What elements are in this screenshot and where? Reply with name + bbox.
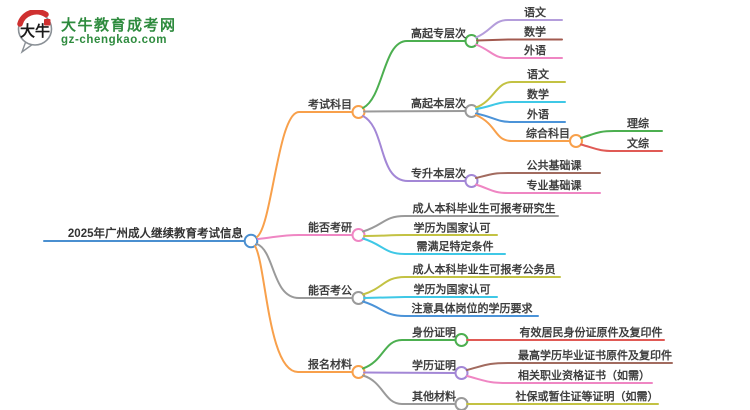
root-topic: 2025年广州成人继续教育考试信息 (68, 226, 244, 240)
topic-edu-proof: 学历证明 (412, 358, 456, 372)
connector-professional-certificate (466, 375, 653, 384)
leaf-major-basic-course: 专业基础课 (527, 178, 583, 192)
leaf-diploma-original-copy: 最高学历毕业证书原件及复印件 (518, 348, 672, 362)
leaf-gaoqizhuan-math: 数学 (524, 25, 546, 39)
leaf-kaogong-position-requirement: 注意具体岗位的学历要求 (412, 301, 534, 315)
topic-exam-subjects: 考试科目 (308, 97, 352, 111)
topic-zhuanshengben-level: 专升本层次 (411, 166, 466, 180)
leaf-social-security-proof: 社保或暂住证等证明（如需） (515, 389, 659, 403)
leaf-gaoqizhuan-foreign: 外语 (523, 43, 546, 57)
logo-icon-text: 大牛 (20, 22, 50, 40)
leaf-liberal-comprehensive: 文综 (627, 136, 649, 150)
connector-kaogong-position-requirement (362, 300, 539, 317)
leaf-professional-certificate: 相关职业资格证书（如需） (518, 368, 650, 382)
connector-other-materials (362, 374, 457, 405)
leaf-public-basic-course: 公共基础课 (527, 158, 583, 172)
topic-id-proof: 身份证明 (412, 325, 456, 339)
dainiu-bubble-icon: 大牛 (17, 10, 53, 54)
red-crescent (17, 10, 49, 27)
connector-kaoyan-conditions (362, 237, 506, 255)
topic-kaogong: 能否考公 (308, 283, 352, 297)
connector-gaoqizhuan-math (476, 38, 563, 42)
topic-gaoqizhuan-level: 高起专层次 (411, 26, 466, 40)
leaf-id-card-original-copy: 有效居民身份证原件及复印件 (520, 325, 663, 339)
node-circle-gaoqiben-level (464, 104, 479, 118)
connector-kaoyan (257, 234, 354, 240)
leaf-kaoyan-eligible: 成人本科毕业生可报考研究生 (413, 201, 556, 215)
node-circle-other-materials (454, 397, 469, 410)
connector-gaoqiben-math (475, 101, 566, 110)
leaf-kaoyan-conditions: 需满足特定条件 (417, 239, 494, 253)
site-title: 大牛教育成考网 (61, 16, 177, 34)
site-domain: gz-chengkao.com (61, 34, 168, 47)
root-node-circle (243, 233, 259, 249)
connector-science-comprehensive (580, 130, 663, 139)
site-logo[interactable]: 大牛 大牛教育成考网 gz-chengkao.com (16, 10, 177, 54)
leaf-kaogong-eligible: 成人本科毕业生可报考公务员 (413, 262, 556, 276)
connector-gaoqizhuan-foreign (475, 43, 563, 59)
connector-exam-subjects (256, 111, 354, 238)
red-seal (44, 19, 51, 26)
leaf-kaoyan-state-recognized: 学历为国家认可 (414, 221, 491, 235)
connector-gaoqizhuan-level (362, 40, 467, 109)
leaf-gaoqizhuan-chinese: 语文 (524, 5, 547, 19)
connector-kaoyan-state-recognized (363, 234, 498, 237)
connector-kaoyan-eligible (362, 215, 559, 233)
connector-kaogong-eligible (362, 276, 561, 296)
leaf-gaoqiben-math: 数学 (527, 87, 549, 101)
topic-other-materials: 其他材料 (412, 389, 456, 403)
node-circle-id-proof (454, 333, 469, 347)
connector-edu-proof (363, 371, 457, 374)
connector-gaoqizhuan-chinese (475, 19, 563, 39)
topic-kaoyan: 能否考研 (308, 220, 352, 234)
connector-gaoqiben-chinese (475, 81, 566, 109)
connector-gaoqiben-foreign (475, 112, 566, 123)
connector-zhuanshengben-level (362, 115, 467, 182)
node-circle-comprehensive-subjects (569, 134, 583, 148)
connector-liberal-comprehensive (580, 143, 663, 152)
topic-materials: 报名材料 (308, 357, 352, 371)
topic-gaoqiben-level: 高起本层次 (411, 96, 466, 110)
connector-diploma-original-copy (466, 362, 673, 371)
leaf-science-comprehensive: 理综 (627, 116, 649, 130)
leaf-kaogong-state-recognized: 学历为国家认可 (414, 282, 491, 296)
connector-public-basic-course (475, 172, 601, 179)
connector-id-proof (362, 339, 457, 370)
leaf-gaoqiben-chinese: 语文 (527, 67, 550, 81)
node-circle-zhuanshengben-level (464, 174, 479, 188)
node-circle-edu-proof (454, 366, 469, 380)
topic-comprehensive-subjects: 综合科目 (526, 126, 570, 140)
connector-kaogong-state-recognized (363, 296, 498, 299)
connector-major-basic-course (475, 183, 601, 194)
connector-gaoqiben-level (363, 110, 467, 113)
connector-comprehensive-subjects (475, 114, 571, 142)
connector-materials (254, 245, 354, 373)
leaf-gaoqiben-foreign: 外语 (526, 107, 549, 121)
connector-kaogong (256, 243, 354, 299)
